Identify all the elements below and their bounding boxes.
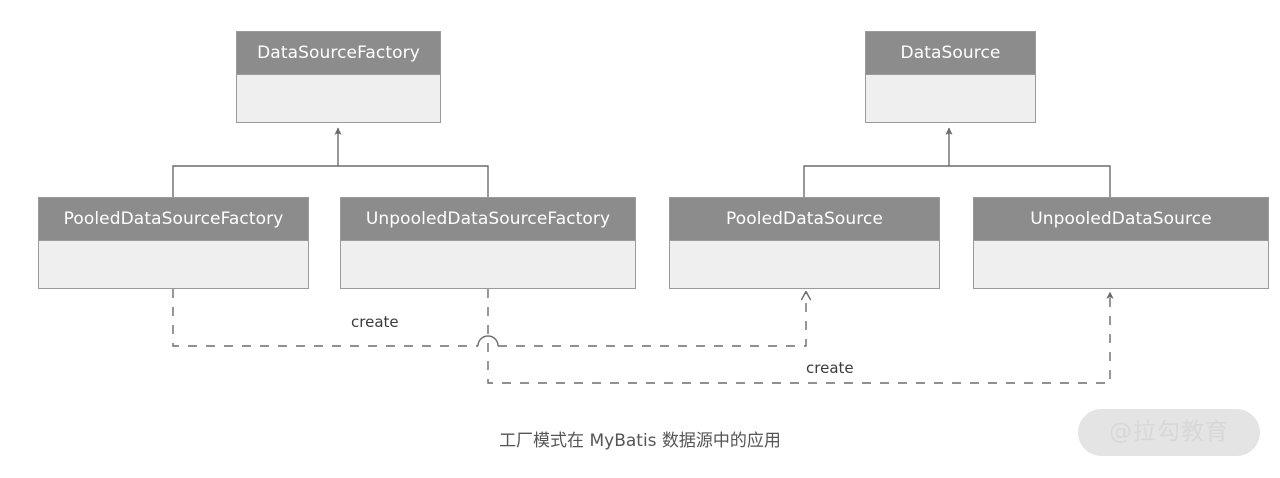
class-name-pooleddatasourcefactory: PooledDataSourceFactory xyxy=(39,198,308,241)
class-name-pooleddatasource: PooledDataSource xyxy=(670,198,939,241)
class-box-pooleddatasourcefactory[interactable]: PooledDataSourceFactory xyxy=(38,197,309,289)
class-box-unpooleddatasource[interactable]: UnpooledDataSource xyxy=(973,197,1269,289)
class-box-datasourcefactory[interactable]: DataSourceFactory xyxy=(236,31,441,123)
relation-label-create-pooled: create xyxy=(351,313,399,331)
generalization-right xyxy=(803,127,1111,197)
class-name-unpooleddatasourcefactory: UnpooledDataSourceFactory xyxy=(341,198,635,241)
diagram-caption: 工厂模式在 MyBatis 数据源中的应用 xyxy=(499,431,781,451)
watermark-badge: @拉勾教育 xyxy=(1078,409,1260,456)
class-box-datasource[interactable]: DataSource xyxy=(865,31,1036,123)
class-box-unpooleddatasourcefactory[interactable]: UnpooledDataSourceFactory xyxy=(340,197,636,289)
watermark-text: @拉勾教育 xyxy=(1109,419,1229,445)
dependency-create-unpooled xyxy=(487,289,1114,384)
class-box-pooleddatasource[interactable]: PooledDataSource xyxy=(669,197,940,289)
class-members-unpooleddatasourcefactory xyxy=(341,241,635,288)
class-name-unpooleddatasource: UnpooledDataSource xyxy=(974,198,1268,241)
class-members-datasourcefactory xyxy=(237,75,440,122)
class-members-pooleddatasource xyxy=(670,241,939,288)
class-name-datasourcefactory: DataSourceFactory xyxy=(237,32,440,75)
relation-label-create-unpooled: create xyxy=(806,359,854,377)
class-members-datasource xyxy=(866,75,1035,122)
class-members-unpooleddatasource xyxy=(974,241,1268,288)
class-name-datasource: DataSource xyxy=(866,32,1035,75)
class-members-pooleddatasourcefactory xyxy=(39,241,308,288)
generalization-left xyxy=(172,127,489,197)
dependency-create-pooled xyxy=(172,289,806,347)
